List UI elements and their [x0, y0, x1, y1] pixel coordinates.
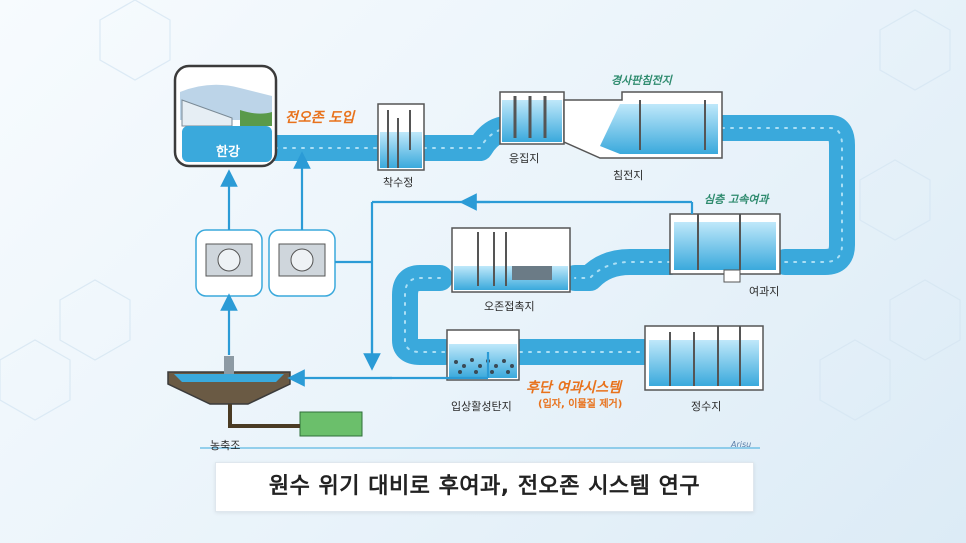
sedimentation-tank-icon	[563, 91, 723, 159]
han-river-label: 한강	[216, 145, 240, 160]
coagulation-tank-icon	[499, 91, 565, 145]
inclined-plate-settling-label: 경사판침전지	[611, 74, 672, 87]
thickener-label: 농축조	[210, 439, 241, 452]
arisu-logo: Arisu	[731, 440, 752, 449]
clear-well-label: 정수지	[691, 400, 722, 413]
post-filtration-sub-label: (입자, 이물질 제거)	[538, 399, 623, 410]
clear-well-tank-icon	[644, 325, 764, 391]
receiving-well-label: 착수정	[383, 176, 414, 189]
dewatering-machine-icon	[299, 411, 363, 437]
post-filtration-label: 후단 여과시스템	[526, 380, 622, 396]
caption-title: 원수 위기 대비로 후여과, 전오존 시스템 연구	[268, 474, 701, 499]
ozone-contact-label: 오존접촉지	[484, 300, 535, 313]
filtration-label: 여과지	[749, 285, 780, 298]
flow-arrows	[220, 151, 694, 387]
coagulation-label: 응집지	[509, 152, 540, 165]
gac-label: 입상활성탄지	[451, 400, 512, 413]
dam-icon	[173, 64, 278, 168]
caption-box: 원수 위기 대비로 후여과, 전오존 시스템 연구	[215, 462, 754, 512]
receiving-well-icon	[377, 103, 425, 171]
filtration-tank-icon	[669, 213, 781, 283]
thickener-icon	[167, 356, 291, 405]
ozone-generator-icon	[268, 229, 336, 297]
ozone-contact-tank-icon	[451, 227, 571, 293]
ozone-generator-icon	[195, 229, 263, 297]
ozone-intro-label: 전오존 도입	[285, 110, 355, 126]
gac-tank-icon	[446, 329, 520, 381]
sedimentation-label: 침전지	[613, 169, 644, 182]
deep-rapid-filtration-label: 심층 고속여과	[704, 193, 769, 206]
